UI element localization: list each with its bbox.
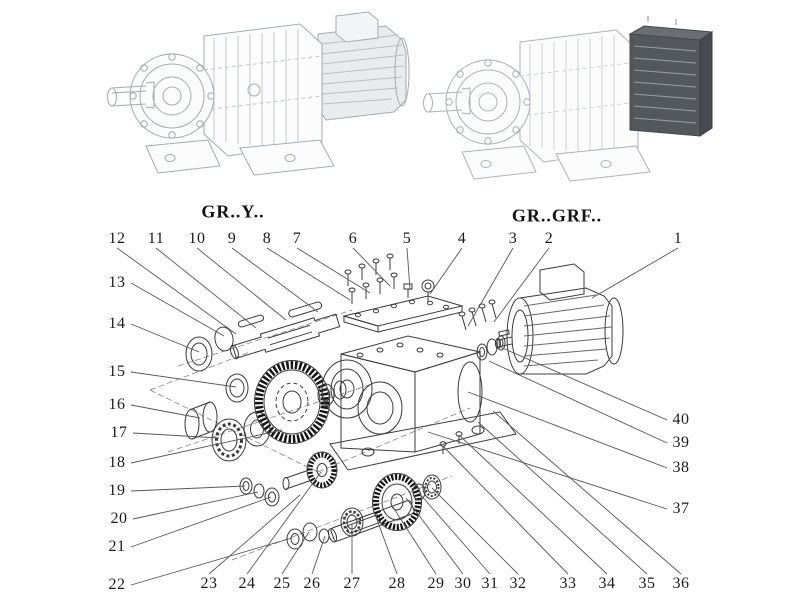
cover-bolts [344,253,398,304]
lower-washers [286,522,330,550]
leader-line-10 [196,247,287,321]
leader-line-8 [266,247,351,301]
gr-grf-output-shaft [423,87,471,115]
leader-line-39 [488,360,668,444]
motor-fan-cowl [604,297,624,365]
leader-line-20 [132,491,259,520]
gr-grf-cover-block [628,16,714,137]
leader-line-29 [392,506,437,575]
gr-y-feet [145,139,335,176]
leader-line-1 [591,247,679,299]
spacer-ring [225,373,249,403]
leader-line-6 [352,247,391,287]
housing-cover [342,295,464,333]
leader-line-38 [467,391,668,469]
leader-line-16 [130,404,201,419]
pinion-shaft [282,468,313,490]
leader-line-18 [130,429,283,464]
leader-line-24 [246,471,322,575]
leader-line-23 [208,494,301,575]
leader-line-33 [442,445,569,575]
leader-line-35 [477,421,648,575]
motor-terminal-box [539,263,585,301]
leader-line-37 [427,431,668,510]
eye-bolt [421,279,435,302]
leader-line-7 [296,247,371,294]
leader-line-19 [130,485,246,492]
leader-line-5 [406,247,411,291]
gr-y-fan-cowl [394,37,410,107]
leader-line-26 [311,535,326,575]
intermediate-shaft-key [346,514,381,534]
leader-line-25 [281,531,310,575]
leader-line-13 [130,282,225,337]
output-shaft [230,313,341,360]
motor-shaft-key [498,329,510,337]
gr-y-gearbox [203,23,323,157]
leader-line-15 [130,371,237,388]
leader-line-3 [467,247,514,327]
gr-y-output-shaft [107,81,155,109]
leader-line-28 [375,516,398,575]
leader-line-21 [130,496,272,548]
bearing-front [211,418,247,462]
flange-bolts [458,299,497,331]
exploded-view [149,253,624,561]
leader-line-22 [130,537,293,586]
leader-line-30 [405,497,464,575]
leader-line-12 [116,247,237,335]
leader-line-11 [155,247,257,329]
leader-line-17 [132,432,220,439]
gr-y-plug [247,83,261,97]
leader-line-40 [499,346,668,421]
oil-seal [185,336,213,372]
gear-housing [329,335,517,471]
leader-line-4 [429,247,463,295]
variant-label-gr-y: GR..Y.. [201,201,265,222]
gr-grf-front-cover [445,59,531,145]
gr-grf-gearbox [519,29,639,163]
gr-y-motor [317,11,410,121]
vent-plug [403,283,413,298]
input-flange-face [457,361,483,423]
motor [495,263,624,375]
base-bolts [439,431,463,454]
leader-line-31 [418,492,491,575]
variant-label-gr-grf: GR..GRF.. [511,205,603,226]
leader-line-9 [231,247,319,313]
second-bearing [422,474,442,500]
second-gear [372,473,422,531]
bushing [184,401,218,440]
gr-grf-top-bolts [647,16,677,25]
bore-cover [321,359,373,419]
housing-base [329,411,517,471]
leader-line-36 [492,410,682,575]
leader-line-2 [493,247,550,323]
gr-y-drawing [107,11,410,176]
gr-grf-drawing [423,16,714,182]
leader-line-14 [130,323,200,353]
leader-lines [116,247,682,586]
snap-ring [214,326,234,352]
pinion-gear [306,451,338,489]
gr-y-front-cover [129,53,215,139]
gr-y-terminal-box [335,11,379,43]
leader-line-34 [458,434,608,575]
gr-grf-feet [461,145,651,182]
shaft-keys [237,301,323,328]
small-rings [239,477,280,507]
second-gear-ring [412,483,426,501]
leader-line-32 [431,487,519,575]
